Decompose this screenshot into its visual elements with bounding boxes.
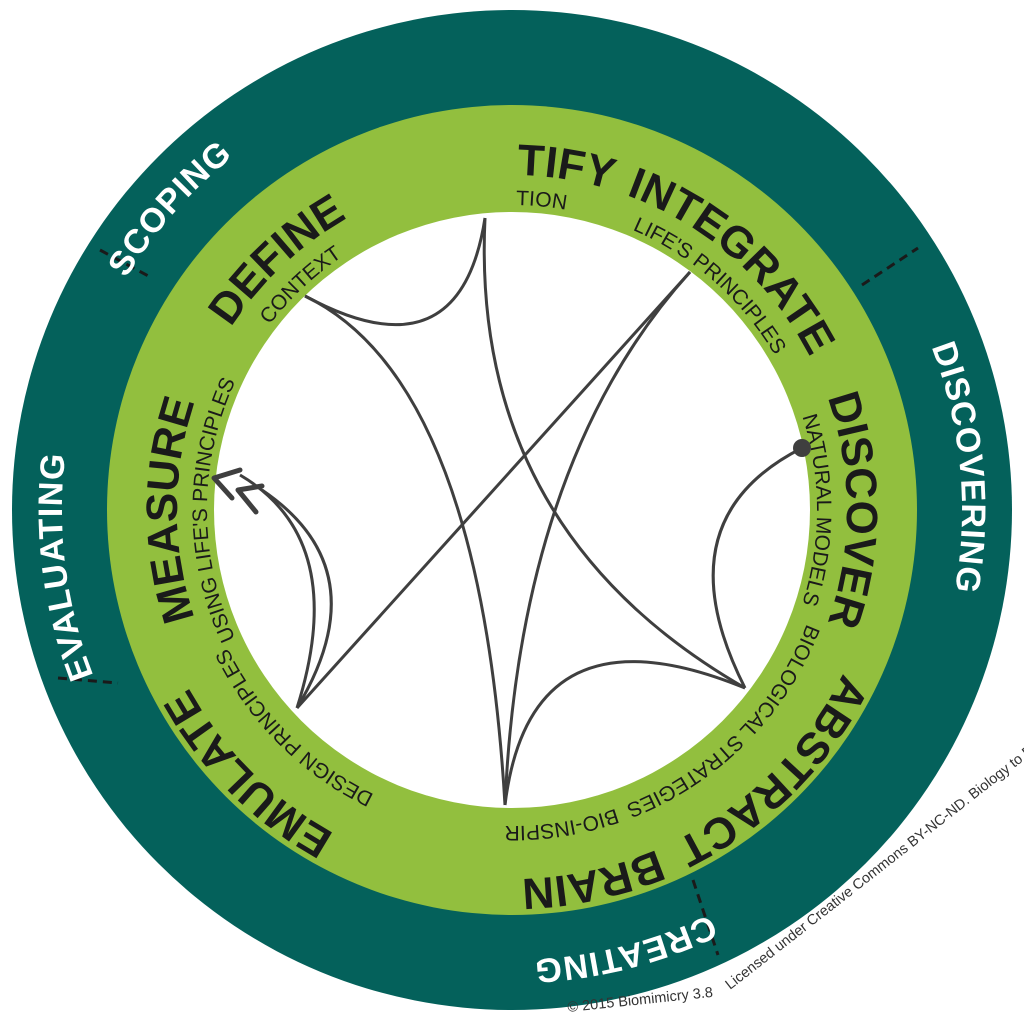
- connector-integrate-emulate: [295, 270, 692, 710]
- separator-scoping-discovering: [861, 246, 919, 287]
- connector-identify-abstract: [482, 217, 746, 690]
- connector-define-brainstorm: [304, 294, 507, 806]
- connector-discover-abstract: [711, 446, 803, 689]
- arrowhead-1-icon: [211, 467, 243, 501]
- connector-define-identify: [304, 217, 487, 327]
- connector-brainstorm-abstract: [503, 660, 746, 806]
- arrowhead-2-icon: [235, 483, 265, 515]
- connector-integrate-brainstorm: [503, 270, 692, 806]
- separator-creating-evaluating: [57, 676, 119, 685]
- start-dot: [793, 439, 811, 457]
- separator-discovering-creating: [691, 879, 720, 956]
- center-disc: [214, 212, 810, 808]
- spiral-connectors: [239, 217, 803, 806]
- measure-arrowheads: [211, 467, 265, 515]
- phase-separators: [57, 246, 919, 956]
- connector-emulate-measure: [261, 488, 333, 709]
- connector-emulate-measure-2: [239, 473, 316, 709]
- separator-scoping-evaluating: [99, 248, 153, 280]
